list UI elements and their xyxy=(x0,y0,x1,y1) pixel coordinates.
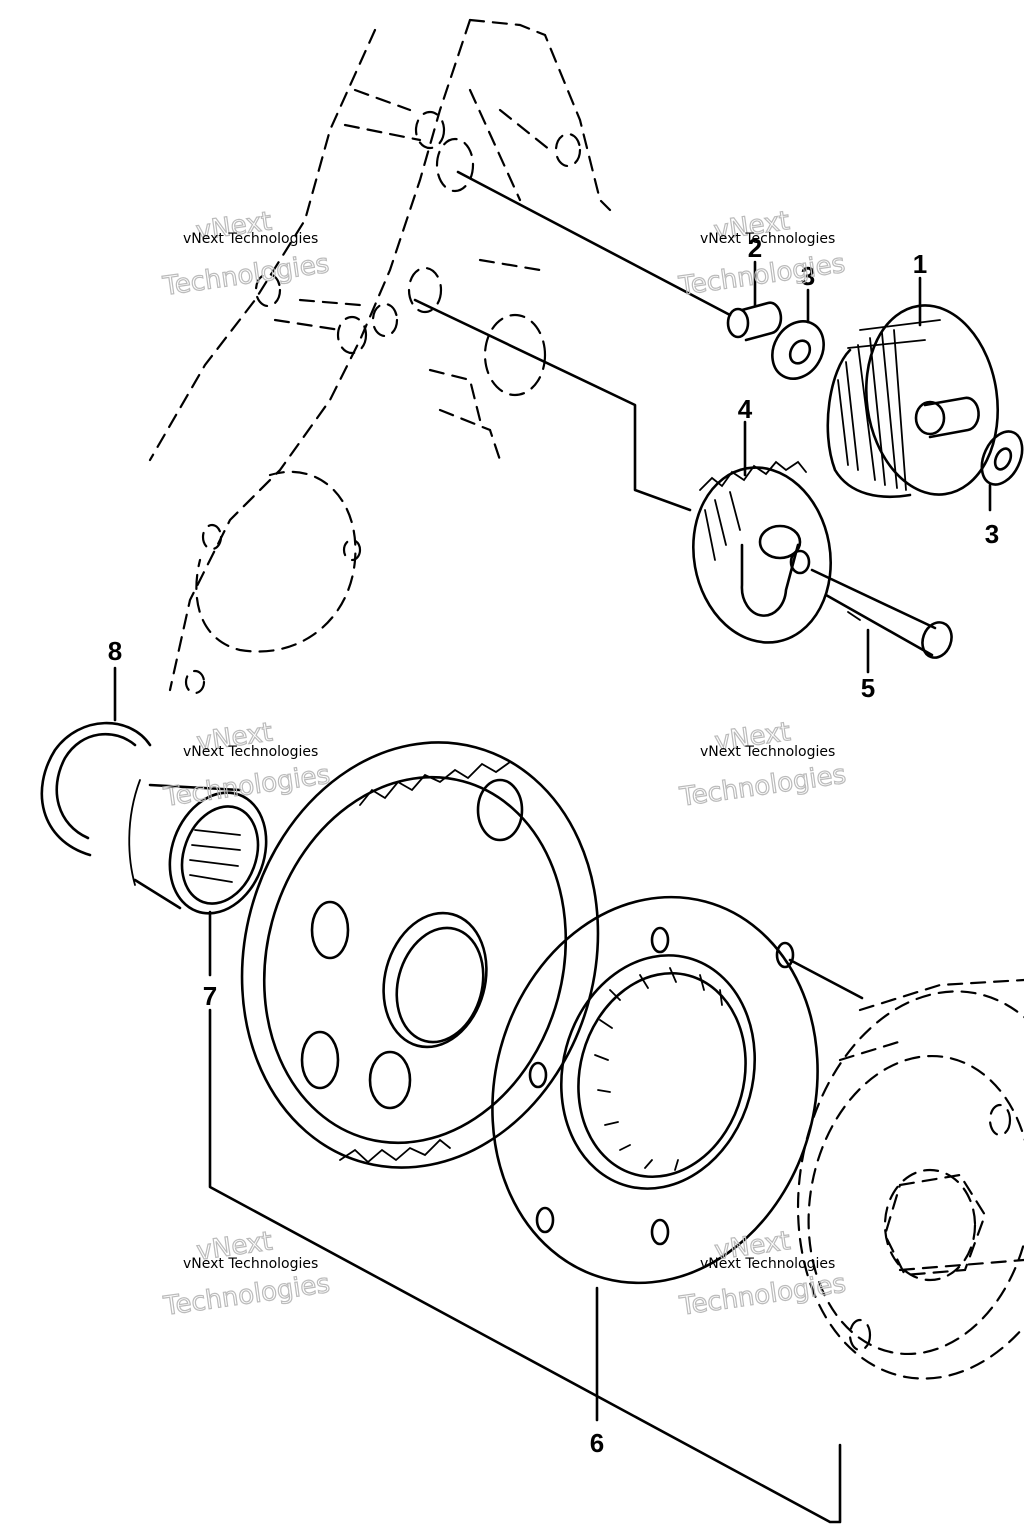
callout-3-lower: 3 xyxy=(985,519,999,549)
watermark-text-big: Technologies xyxy=(161,1269,332,1322)
part-needle-bearing xyxy=(128,779,268,915)
watermark-text-small: vNext Technologies xyxy=(183,744,318,760)
part-idler-gear xyxy=(692,460,832,644)
assembly-bracket-line xyxy=(208,1008,842,1524)
callout-3-upper: 3 xyxy=(801,261,815,291)
callout-8: 8 xyxy=(108,636,122,666)
watermark-middle-left: vNext Technologies xyxy=(161,717,333,814)
callout-5: 5 xyxy=(861,673,875,703)
watermark-text-small: vNext Technologies xyxy=(183,1256,318,1272)
watermark-text-big: Technologies xyxy=(677,1269,848,1322)
watermark-text-small: vNext Technologies xyxy=(700,231,835,247)
transmission-housing-outline xyxy=(148,18,612,695)
callout-2: 2 xyxy=(748,233,762,263)
part-thrust-washer-lower xyxy=(980,430,1024,486)
watermark-text-big: Technologies xyxy=(160,249,331,302)
leader-line-idler-gear xyxy=(413,298,692,512)
part-bushing xyxy=(726,301,783,342)
callout-6: 6 xyxy=(590,1428,604,1458)
watermark-text-big: Technologies xyxy=(677,760,848,813)
watermark-top-left: vNext Technologies xyxy=(160,206,332,303)
part-idler-shaft xyxy=(810,568,953,659)
callout-1: 1 xyxy=(913,249,927,279)
watermark-text-small: vNext Technologies xyxy=(183,231,318,247)
callout-7: 7 xyxy=(203,981,217,1011)
part-carrier-plate xyxy=(491,895,864,1285)
callout-4: 4 xyxy=(738,394,753,424)
watermark-middle-right: vNext Technologies xyxy=(677,716,849,813)
watermark-text-small: vNext Technologies xyxy=(700,744,835,760)
watermark-text-small: vNext Technologies xyxy=(700,1256,835,1272)
leader-line-bushing xyxy=(456,170,732,317)
part-thrust-washer-upper xyxy=(771,320,825,380)
clutch-housing-outline xyxy=(796,978,1024,1380)
part-snap-ring xyxy=(40,721,152,857)
part-ring-gear xyxy=(240,741,600,1169)
